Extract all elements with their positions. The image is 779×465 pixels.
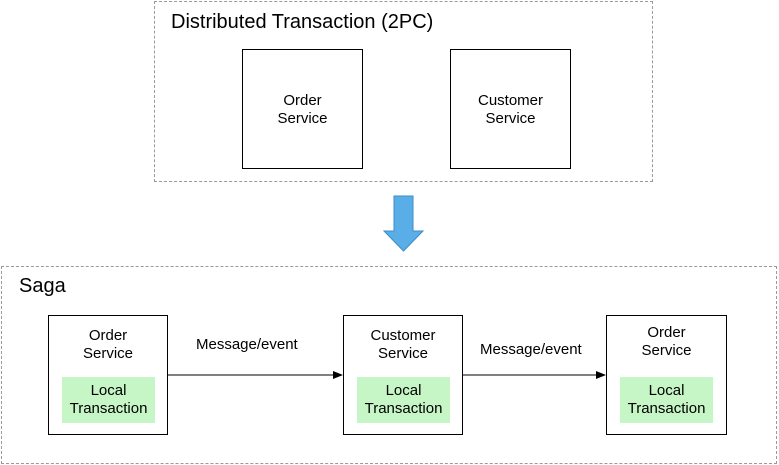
service-name: Order Service xyxy=(277,92,328,127)
twopc-group-title: Distributed Transaction (2PC) xyxy=(171,11,434,33)
saga-order-service-1: Order Service Local Transaction xyxy=(48,315,168,435)
twopc-group xyxy=(154,1,653,182)
local-transaction: Local Transaction xyxy=(357,377,450,423)
saga-edge-1-label: Message/event xyxy=(196,336,298,353)
local-transaction: Local Transaction xyxy=(62,377,155,423)
saga-group-title: Saga xyxy=(19,275,66,297)
service-name: Order Service xyxy=(82,327,134,362)
twopc-customer-service: Customer Service xyxy=(450,49,571,169)
down-arrow-icon xyxy=(382,195,425,252)
service-name: Customer Service xyxy=(477,92,544,127)
local-transaction: Local Transaction xyxy=(620,377,713,423)
service-name: Order Service xyxy=(641,324,692,359)
saga-order-service-2: Order Service Local Transaction xyxy=(606,315,727,435)
saga-group xyxy=(1,266,777,464)
service-name: Customer Service xyxy=(370,327,436,362)
saga-edge-2-label: Message/event xyxy=(480,341,582,358)
twopc-order-service: Order Service xyxy=(242,49,363,169)
saga-customer-service: Customer Service Local Transaction xyxy=(343,315,463,435)
